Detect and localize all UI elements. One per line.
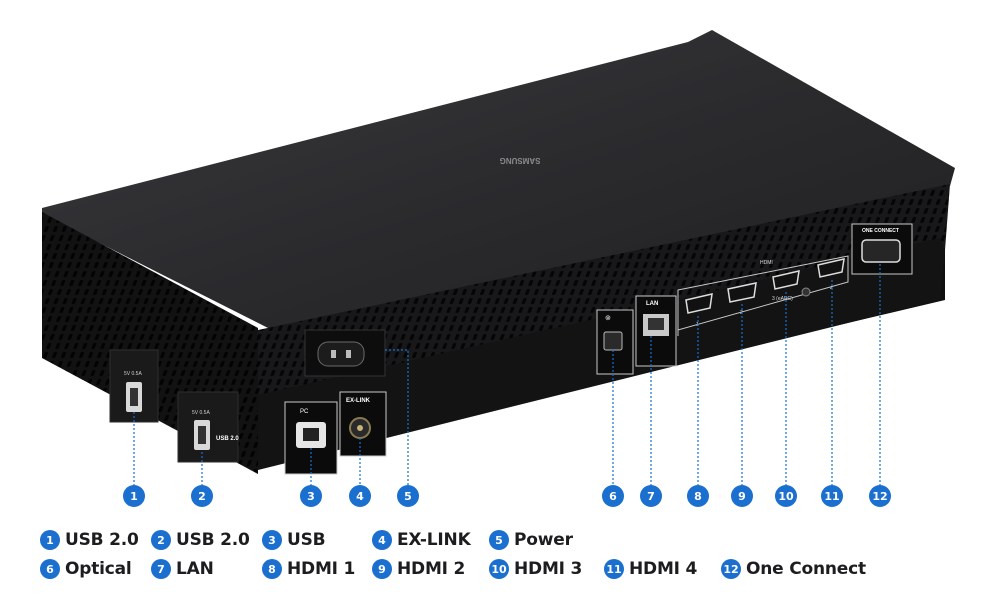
callout-badge-10: 10	[775, 485, 797, 507]
one-connect-port[interactable]: ONE CONNECT	[851, 223, 913, 275]
usb-port-2[interactable]: 5V 0.5A USB 2.0	[177, 391, 239, 463]
svg-text:5V 0.5A: 5V 0.5A	[124, 371, 142, 377]
box-top-surface	[42, 30, 955, 330]
callout-badge-3: 3	[300, 485, 322, 507]
hdmi-group: HDMI	[677, 255, 849, 336]
callout-leaders	[133, 264, 881, 486]
svg-text:HDMI: HDMI	[760, 260, 773, 266]
callout-badge-5: 5	[397, 485, 419, 507]
box-front-face	[258, 184, 950, 400]
svg-text:LAN: LAN	[646, 301, 658, 307]
brand-logo: SAMSUNG	[500, 156, 541, 165]
callout-badge-2: 2	[191, 485, 213, 507]
svg-text:⊚: ⊚	[605, 315, 611, 322]
svg-text:USB 2.0: USB 2.0	[216, 436, 239, 442]
callout-badge-1: 1	[123, 485, 145, 507]
usb-port-1[interactable]: 5V 0.5A	[109, 349, 159, 423]
svg-text:3 (eARC): 3 (eARC)	[772, 296, 793, 302]
callout-badge-8: 8	[687, 485, 709, 507]
svg-text:5V 0.5A: 5V 0.5A	[192, 410, 210, 416]
exlink-port[interactable]: EX-LINK	[339, 391, 387, 457]
callout-badge-4: 4	[349, 485, 371, 507]
svg-text:EX-LINK: EX-LINK	[346, 398, 371, 404]
usb-pc-port[interactable]: PC	[284, 401, 338, 475]
callout-badge-9: 9	[731, 485, 753, 507]
power-port[interactable]	[304, 329, 386, 377]
lan-port[interactable]: LAN	[635, 295, 677, 367]
hdmi-3-port[interactable]: 3 (eARC)	[772, 270, 811, 302]
optical-port[interactable]: ⊚	[596, 309, 634, 375]
svg-text:ONE CONNECT: ONE CONNECT	[862, 228, 899, 234]
svg-text:PC: PC	[300, 409, 309, 415]
callout-badge-11: 11	[821, 485, 843, 507]
callout-badge-6: 6	[602, 485, 624, 507]
callout-badge-12: 12	[869, 485, 891, 507]
callout-badge-7: 7	[640, 485, 662, 507]
